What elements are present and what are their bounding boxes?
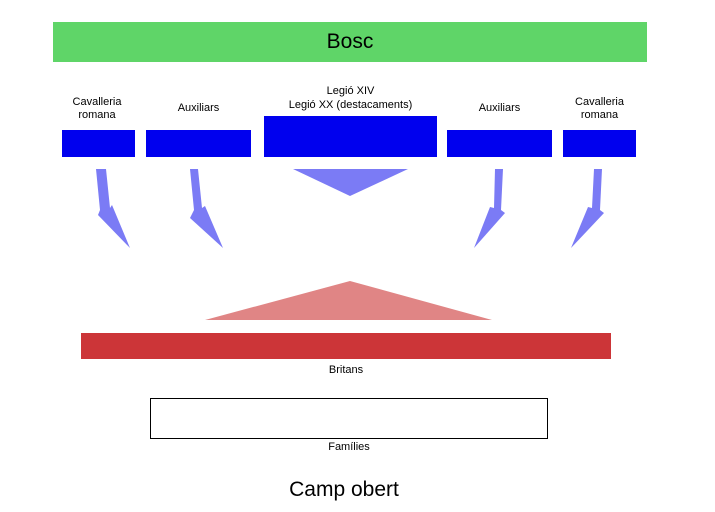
- forest-label: Bosc: [326, 30, 374, 53]
- unit-label-legion-xiv: Legió XIV: [326, 85, 375, 97]
- left-cavalry-unit: [62, 130, 135, 157]
- britons-wedge: [205, 281, 492, 320]
- forest-bar: Bosc: [53, 22, 647, 62]
- legions-wedge: [293, 169, 408, 196]
- britons-label: Britans: [328, 364, 364, 376]
- right-auxiliaries-arrow: [474, 169, 505, 248]
- britons-bar: [81, 333, 611, 359]
- legions-unit: [264, 116, 437, 157]
- left-auxiliaries-unit: [146, 130, 251, 157]
- left-cavalry-arrow: [96, 169, 130, 248]
- right-auxiliaries-unit: [447, 130, 552, 157]
- unit-label-left-auxiliaries: Auxiliars: [177, 102, 220, 114]
- families-box: [150, 398, 548, 439]
- right-cavalry-arrow: [571, 169, 604, 248]
- unit-label-right-auxiliaries: Auxiliars: [478, 102, 521, 114]
- right-cavalry-unit: [563, 130, 636, 157]
- open-field-label: Camp obert: [289, 478, 399, 501]
- unit-label-legion-xx: Legió XX (destacaments): [288, 99, 413, 111]
- left-auxiliaries-arrow: [190, 169, 223, 248]
- families-label: Famílies: [328, 441, 370, 453]
